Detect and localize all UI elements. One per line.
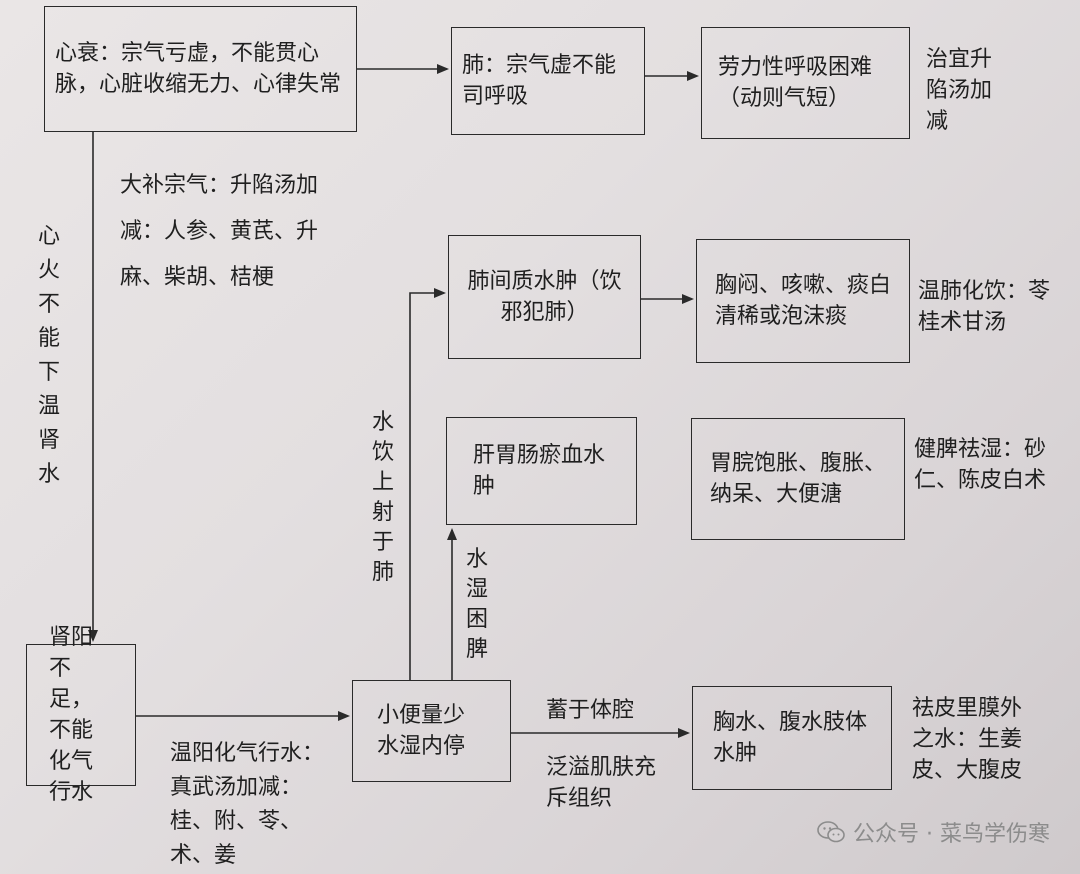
label-vertical-left: 心火不能下温肾水 <box>37 224 60 487</box>
watermark: 公众号 · 菜鸟学伤寒 <box>817 816 1050 848</box>
arrow-urine-to-lung-edema <box>409 288 446 680</box>
box-gi-symptoms: 胃脘饱胀、腹胀、纳呆、大便溏 <box>691 418 905 540</box>
treatment-wenyang: 温阳化气行水：真武汤加减：桂、附、苓、术、姜 <box>170 741 325 868</box>
treatment-lingguizhugan: 温肺化饮：苓桂术甘汤 <box>918 279 1051 335</box>
label-water-up: 水饮上射于肺 <box>371 410 394 585</box>
treatment-qupi: 祛皮里膜外之水：生姜皮、大腹皮 <box>912 696 1023 783</box>
box-gi-edema: 肝胃肠瘀血水肿 <box>446 417 637 525</box>
label-water-spleen: 水湿困脾 <box>465 547 488 662</box>
wechat-icon <box>817 821 845 843</box>
box-urine: 小便量少水湿内停 <box>352 680 511 782</box>
box-lung-qi: 肺：宗气虚不能司呼吸 <box>451 27 645 135</box>
box-heart-failure: 心衰：宗气亏虚，不能贯心脉，心脏收缩无力、心律失常 <box>44 6 357 132</box>
box-dyspnea: 劳力性呼吸困难（动则气短） <box>701 27 910 139</box>
treatment-daibu: 大补宗气：升陷汤加减：人参、黄芪、升麻、柴胡、桔梗 <box>120 173 319 290</box>
box-chest-symptoms: 胸闷、咳嗽、痰白清稀或泡沫痰 <box>696 239 910 363</box>
watermark-text: 公众号 · 菜鸟学伤寒 <box>853 822 1050 847</box>
treatment-shengxian: 治宜升陷汤加减 <box>926 47 993 134</box>
label-overflow: 泛溢肌肤充斥组织 <box>546 755 657 811</box>
treatment-jianpi: 健脾祛湿：砂仁、陈皮白术 <box>914 437 1047 493</box>
label-store: 蓄于体腔 <box>546 698 635 723</box>
box-effusion: 胸水、腹水肢体水肿 <box>692 686 892 790</box>
box-lung-edema: 肺间质水肿（饮邪犯肺） <box>448 235 641 359</box>
box-kidney: 肾阳不足，不能化气行水 <box>26 625 136 805</box>
